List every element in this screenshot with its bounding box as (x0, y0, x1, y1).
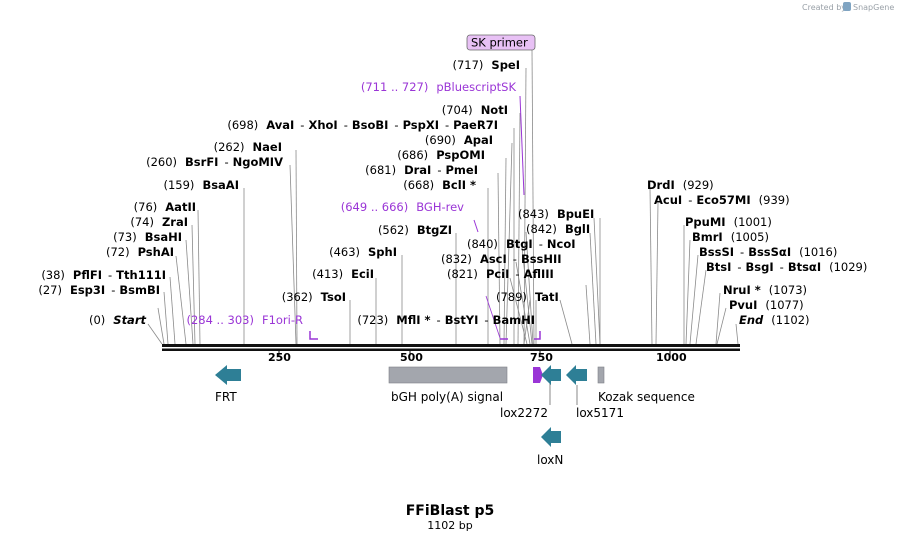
site-sphi[interactable]: (463)SphI (329, 245, 397, 259)
site-avai-group[interactable]: (698)AvaI-XhoI-BsoBI-PspXI-PaeR7I (227, 118, 498, 132)
site-acui-group[interactable]: AcuI-Eco57MI(939) (654, 193, 790, 207)
leader-lines (147, 49, 739, 345)
credit-brand: SnapGene (853, 3, 894, 12)
credit-text: Created by (802, 3, 846, 12)
site-start[interactable]: (0)Start (89, 313, 147, 327)
dna-backbone (162, 344, 740, 356)
site-pvui[interactable]: PvuI(1077) (729, 298, 804, 312)
site-nrui[interactable]: NruI *(1073) (723, 283, 807, 297)
site-aatii[interactable]: (76)AatII (134, 200, 196, 214)
feature-frt-label: FRT (215, 390, 237, 404)
site-ecii[interactable]: (413)EciI (312, 267, 374, 281)
site-bsahi[interactable]: (73)BsaHI (113, 230, 182, 244)
feature-lox2272[interactable]: lox2272 (500, 367, 551, 420)
feature-kozak-label: Kozak sequence (598, 390, 695, 404)
site-ppumi[interactable]: PpuMI(1001) (685, 215, 772, 229)
primer-f1ori[interactable]: (284 .. 303)F1ori-R (186, 313, 303, 327)
site-bsaai[interactable]: (159)BsaAI (164, 178, 240, 192)
site-bsrfi-group[interactable]: (260)BsrFI-NgoMIV (146, 155, 283, 169)
site-naei[interactable]: (262)NaeI (214, 140, 282, 154)
f1ori-primer-mark (309, 331, 318, 340)
site-bpuei[interactable]: (843)BpuEI (518, 207, 594, 221)
feature-bgh[interactable]: bGH poly(A) signal (388, 366, 508, 404)
site-end[interactable]: End(1102) (739, 313, 810, 327)
pbluescript-primer-mark (534, 331, 541, 340)
feature-bgh-label: bGH poly(A) signal (391, 390, 503, 404)
site-bcli[interactable]: (668)BclI * (403, 178, 476, 192)
site-drdi[interactable]: DrdI(929) (647, 178, 714, 192)
site-asci-group[interactable]: (832)AscI-BssHII (441, 252, 562, 266)
site-bmri[interactable]: BmrI(1005) (692, 230, 769, 244)
site-pspomi[interactable]: (686)PspOMI (397, 148, 485, 162)
feature-loxn-label: loxN (537, 453, 563, 467)
ruler-tick-500: 500 (400, 351, 423, 364)
site-btgi-group[interactable]: (840)BtgI-NcoI (467, 237, 576, 251)
feature-frt[interactable]: FRT (215, 365, 241, 404)
site-zrai[interactable]: (74)ZraI (130, 215, 188, 229)
site-btsi-group[interactable]: BtsI-BsgI-BtsαI(1029) (706, 260, 867, 274)
site-tsoi[interactable]: (362)TsoI (282, 290, 346, 304)
site-mfli-group[interactable]: (723)MflI *-BstYI-BamHI (357, 313, 535, 327)
map-length: 1102 bp (427, 519, 472, 532)
sk-primer-label: SK primer (471, 36, 528, 50)
site-spei[interactable]: (717)SpeI (452, 58, 520, 72)
primer-bghrev[interactable]: (649 .. 666)BGH-rev (341, 200, 464, 214)
feature-lox5171-label: lox5171 (576, 406, 624, 420)
snapgene-logo-icon (843, 2, 851, 11)
feature-lox2272-label: lox2272 (500, 406, 548, 420)
site-tati[interactable]: (789)TatI (496, 290, 559, 304)
site-noti[interactable]: (704)NotI (442, 103, 508, 117)
site-pshai[interactable]: (72)PshAI (106, 245, 174, 259)
map-title: FFiBlast p5 (406, 503, 495, 519)
site-pcii-group[interactable]: (821)PciI-AflIII (447, 267, 554, 281)
site-pflfi-group[interactable]: (38)PflFI-Tth111I (41, 268, 166, 282)
site-bgli[interactable]: (842)BglI (526, 222, 590, 236)
feature-lox5171[interactable]: lox5171 (566, 365, 624, 420)
sk-primer-box[interactable]: SK primer (466, 34, 536, 51)
primer-marks (309, 95, 541, 340)
feature-loxN[interactable]: loxN (537, 365, 563, 467)
site-bsssi-group[interactable]: BssSI-BssSαI(1016) (699, 245, 837, 259)
feature-kozak[interactable]: Kozak sequence (597, 366, 695, 404)
site-esp3i-group[interactable]: (27)Esp3I-BsmBI (38, 283, 160, 297)
site-apai[interactable]: (690)ApaI (425, 133, 493, 147)
site-drai-group[interactable]: (681)DraI-PmeI (365, 163, 478, 177)
primer-pbluescript[interactable]: (711 .. 727)pBluescriptSK (361, 80, 517, 94)
ruler-tick-1000: 1000 (656, 351, 687, 364)
ruler-tick-250: 250 (268, 351, 291, 364)
site-btgzi[interactable]: (562)BtgZI (378, 223, 452, 237)
ruler-tick-750: 750 (530, 351, 553, 364)
